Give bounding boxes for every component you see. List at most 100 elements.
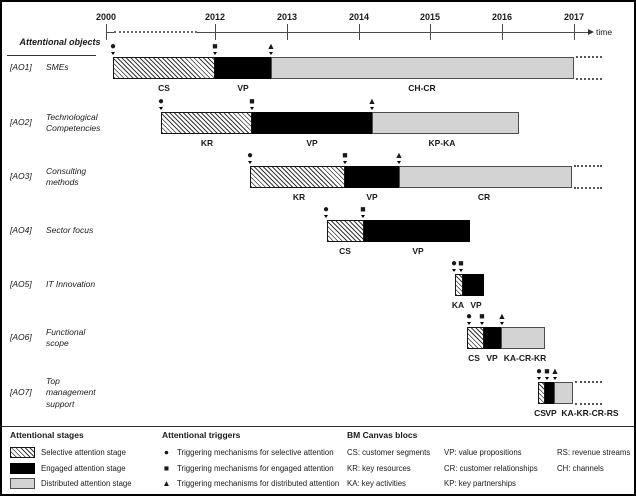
bar-segment-engaged [463, 274, 484, 296]
segment-label: KA [451, 300, 465, 310]
selective-stage-swatch [10, 447, 35, 459]
down-arrow-icon [459, 269, 463, 272]
segment-label: VP [470, 300, 482, 310]
down-arrow-icon [500, 322, 504, 325]
legend-stage-item: Distributed attention stage [10, 476, 160, 492]
square-glyph: ■ [479, 311, 485, 321]
legend-triggers-items: ●Triggering mechanisms for selective att… [162, 445, 348, 492]
bar-segment-selective [113, 57, 215, 79]
circle-glyph: ● [535, 366, 543, 377]
time-axis-line [106, 32, 114, 33]
trigger-marker-square-icon: ■ [246, 97, 258, 110]
bar-segment-distributed [271, 57, 574, 79]
bar-segment-distributed [372, 112, 519, 134]
legend-attentional-triggers: Attentional triggers ●Triggering mechani… [162, 430, 348, 492]
bar-segment-engaged [252, 112, 372, 134]
triangle-glyph: ▲ [394, 150, 404, 160]
axis-year-label: 2017 [563, 12, 585, 22]
axis-tick [502, 24, 504, 40]
row-name: Technological Competencies [46, 111, 101, 134]
down-arrow-icon [397, 161, 401, 164]
segment-label: VP [237, 83, 249, 93]
down-arrow-icon [324, 215, 328, 218]
legend-bm-heading: BM Canvas blocs [347, 430, 418, 440]
attentional-objects-header: Attentional objects [19, 37, 101, 47]
square-glyph: ■ [458, 258, 464, 268]
trigger-marker-triangle-icon: ▲ [265, 42, 277, 55]
legend-trigger-item: ●Triggering mechanisms for selective att… [162, 445, 348, 461]
bar-segment-engaged [364, 220, 470, 242]
trigger-marker-triangle-icon: ▲ [366, 97, 378, 110]
segment-label: VP [366, 192, 378, 202]
down-arrow-icon [343, 161, 347, 164]
row-label-ao2: [AO2] Technological Competencies [10, 112, 110, 134]
segment-label: CR [477, 192, 491, 202]
square-glyph: ■ [544, 366, 550, 376]
row-id: [AO2] [10, 117, 32, 128]
square-glyph: ■ [212, 41, 218, 51]
trigger-marker-square-icon: ■ [209, 42, 221, 55]
trigger-marker-triangle-icon: ▲ [549, 367, 561, 380]
triangle-glyph: ▲ [497, 311, 507, 321]
triangle-glyph: ▲ [550, 366, 560, 376]
engaged-stage-swatch [10, 462, 35, 474]
bm-bloc-label: CH: channels [557, 463, 604, 473]
segment-label: KR [200, 138, 214, 148]
down-arrow-icon [248, 161, 252, 164]
axis-tick [287, 24, 289, 40]
row-label-ao1: [AO1]SMEs [10, 57, 110, 79]
legend-triggers-heading: Attentional triggers [162, 430, 241, 440]
axis-tick [574, 24, 576, 40]
down-arrow-icon [370, 107, 374, 110]
axis-year-label: 2012 [204, 12, 226, 22]
legend-trigger-item: ▲Triggering mechanisms for distributed a… [162, 476, 348, 492]
square-glyph: ■ [163, 462, 170, 473]
bar-segment-distributed [554, 382, 573, 404]
trigger-marker-square-icon: ■ [476, 312, 488, 325]
axis-tick [106, 24, 108, 40]
legend-stage-item: Selective attention stage [10, 445, 160, 461]
row-id: [AO3] [10, 171, 32, 182]
square-glyph: ■ [360, 204, 366, 214]
down-arrow-icon [269, 52, 273, 55]
legend-separator [2, 426, 634, 427]
bar-segment-engaged [545, 382, 554, 404]
row-name: Sector focus [46, 225, 94, 236]
trigger-marker-circle-icon: ● [448, 259, 460, 272]
row-id: [AO4] [10, 225, 32, 236]
segment-label: CH-CR [408, 83, 436, 93]
bm-bloc-label: KA: key activities [347, 479, 406, 488]
distributed-stage-swatch [10, 478, 35, 490]
segment-label: VP [412, 246, 424, 256]
bm-bloc-label: CR: customer relationships [444, 463, 538, 473]
time-axis-label: time [596, 27, 613, 37]
trigger-marker-circle-icon: ● [244, 151, 256, 164]
down-arrow-icon [467, 322, 471, 325]
square-glyph: ■ [342, 150, 348, 160]
circle-glyph: ● [322, 204, 330, 215]
legend-stages-heading: Attentional stages [10, 430, 84, 440]
row-id: [AO1] [10, 62, 32, 73]
axis-year-label: 2016 [491, 12, 513, 22]
segment-label: KR [292, 192, 306, 202]
legend-trigger-item: ■Triggering mechanisms for engaged atten… [162, 461, 348, 477]
bar-segment-selective [467, 327, 484, 349]
bar-segment-selective [538, 382, 545, 404]
segment-label: CS [339, 246, 351, 256]
segment-label: KP-KA [428, 138, 456, 148]
bar-segment-engaged [484, 327, 501, 349]
bar-continuation-dots [575, 403, 602, 405]
row-label-ao3: [AO3]Consulting methods [10, 166, 110, 188]
row-name: Top management support [46, 375, 96, 409]
legend-trigger-label: Triggering mechanisms for distributed at… [177, 479, 340, 489]
segment-label: CS [468, 353, 480, 363]
trigger-marker-circle-icon: ● [533, 367, 545, 380]
segment-label: CS [534, 408, 546, 418]
down-arrow-icon [537, 377, 541, 380]
down-arrow-icon [213, 52, 217, 55]
